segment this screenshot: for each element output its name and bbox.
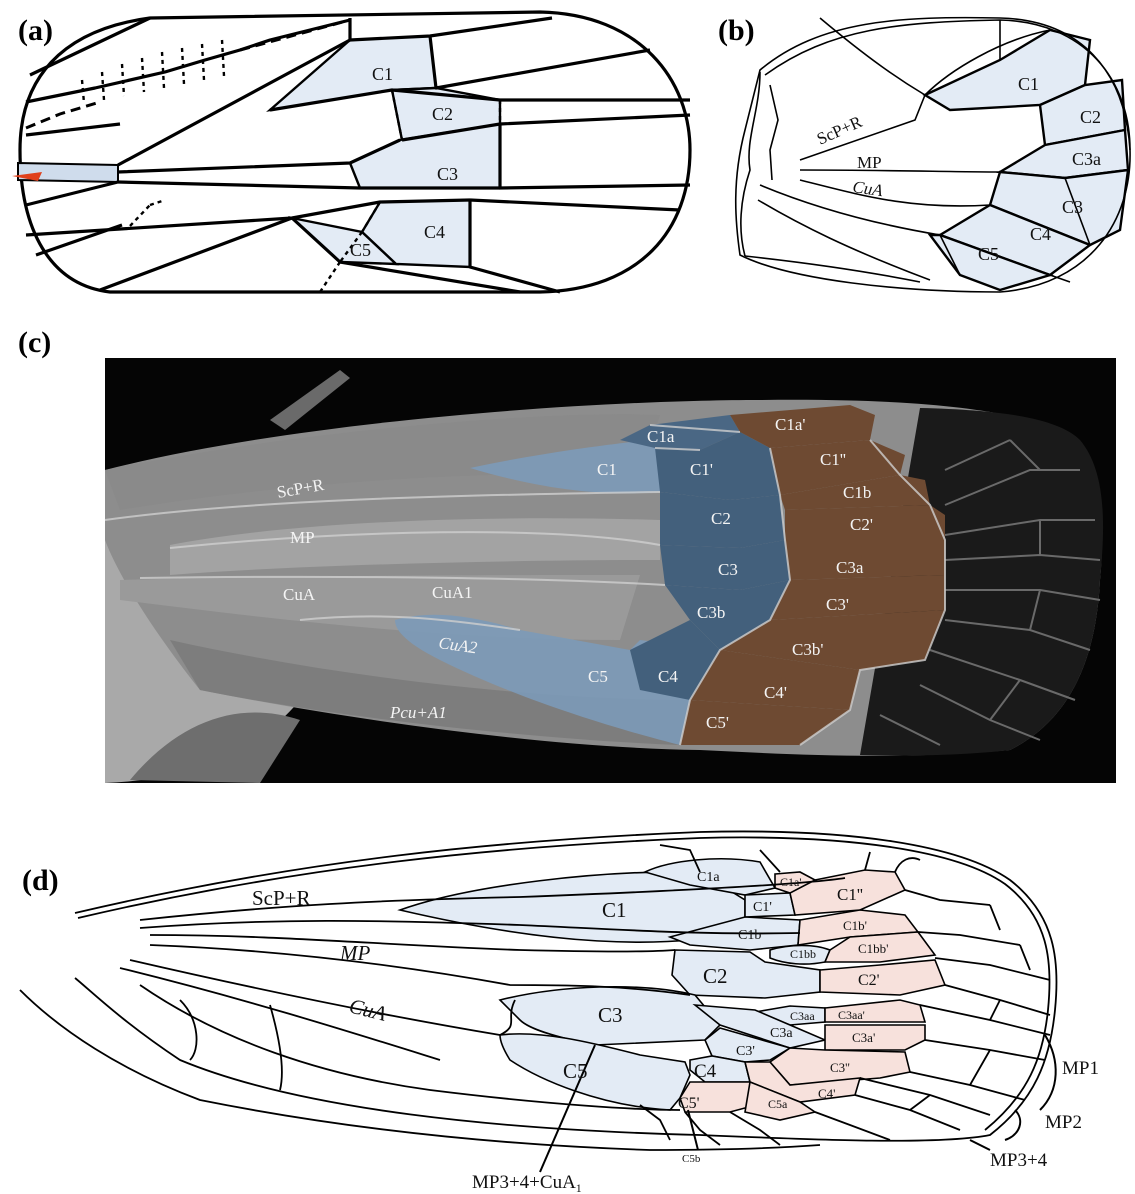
- label-d-c5: C5: [563, 1059, 588, 1083]
- label-b-c2: C2: [1080, 107, 1101, 127]
- label-c-c5: C5: [588, 667, 608, 686]
- label-d-scpr: ScP+R: [252, 886, 311, 910]
- label-c-c1p: C1': [690, 460, 713, 479]
- panel-d: (d): [20, 831, 1099, 1194]
- panel-b: (b) ScP+R MP CuA C1 C2 C3a C3 C4 C: [718, 14, 1130, 292]
- label-d-c4: C4: [694, 1061, 717, 1082]
- label-d-cua: CuA: [347, 994, 389, 1026]
- label-d-c2: C2: [703, 964, 728, 988]
- label-d-c1bbp: C1bb': [858, 941, 889, 956]
- label-a-c1: C1: [372, 64, 393, 84]
- label-d-c1p: C1': [753, 900, 772, 915]
- label-c-c2: C2: [711, 509, 731, 528]
- label-a-c5: C5: [350, 240, 371, 260]
- label-d-c4p: C4': [818, 1086, 836, 1101]
- label-a-c2: C2: [432, 104, 453, 124]
- label-d-c2p: C2': [858, 972, 880, 989]
- label-a-c4: C4: [424, 222, 445, 242]
- label-d-c1pp: C1'': [837, 885, 863, 904]
- label-b-cua: CuA: [851, 177, 884, 200]
- label-d-c3aap: C3aa': [838, 1008, 865, 1022]
- label-b-scpr: ScP+R: [814, 112, 866, 149]
- label-b-c3a: C3a: [1072, 149, 1101, 169]
- cell-d-c2p: [820, 960, 945, 995]
- label-d-c3: C3: [598, 1003, 623, 1027]
- label-d-c5p: C5': [678, 1095, 700, 1112]
- cell-c-c3a: [785, 540, 945, 580]
- label-c-c3: C3: [718, 560, 738, 579]
- label-c-c3b: C3b: [697, 603, 725, 622]
- label-d-c3aa: C3aa: [790, 1009, 815, 1023]
- label-b-c3: C3: [1062, 197, 1083, 217]
- label-d-mp34: MP3+4: [990, 1150, 1048, 1171]
- label-b-c1: C1: [1018, 74, 1039, 94]
- label-d-c1: C1: [602, 898, 627, 922]
- label-c-cua: CuA: [283, 585, 316, 604]
- label-d-bottom-sub: 1: [576, 1181, 582, 1194]
- label-c-cua1: CuA1: [432, 583, 473, 602]
- label-d-c3ap: C3a': [852, 1030, 875, 1045]
- label-c-mp: MP: [290, 528, 315, 547]
- label-d-c1a: C1a: [697, 870, 720, 885]
- label-d-c3pp: C3'': [830, 1060, 850, 1075]
- panel-a-label: (a): [18, 14, 53, 47]
- label-d-c1ap: C1a': [780, 875, 802, 889]
- label-c-c1b: C1b: [843, 483, 871, 502]
- label-d-bottom: MP3+4+CuA1: [472, 1172, 582, 1194]
- label-c-c2p: C2': [850, 515, 873, 534]
- label-c-c1ap: C1a': [775, 415, 805, 434]
- panel-a: (a): [12, 12, 690, 292]
- label-c-c1: C1: [597, 460, 617, 479]
- label-a-c3: C3: [437, 164, 458, 184]
- label-c-pcua1: Pcu+A1: [389, 703, 447, 722]
- panel-c: (c): [18, 326, 1116, 783]
- panel-d-label: (d): [22, 864, 59, 897]
- label-d-c5a: C5a: [768, 1097, 788, 1111]
- label-c-c1pp: C1'': [820, 450, 846, 469]
- label-c-c3bp: C3b': [792, 640, 823, 659]
- label-d-c3p: C3': [736, 1044, 755, 1059]
- label-c-c4: C4: [658, 667, 678, 686]
- label-d-c1bb: C1bb: [790, 947, 816, 961]
- label-c-c5p: C5': [706, 713, 729, 732]
- label-c-c3p: C3': [826, 595, 849, 614]
- label-b-c5: C5: [978, 244, 999, 264]
- label-c-c4p: C4': [764, 683, 787, 702]
- label-d-mp: MP: [339, 941, 370, 965]
- label-b-c4: C4: [1030, 224, 1051, 244]
- label-b-mp: MP: [857, 153, 882, 172]
- label-c-c3a: C3a: [836, 558, 864, 577]
- label-d-c3a: C3a: [770, 1026, 793, 1041]
- panel-b-label: (b): [718, 14, 755, 47]
- label-d-bottom-main: MP3+4+CuA: [472, 1172, 576, 1193]
- label-d-c1bp: C1b': [843, 918, 867, 933]
- label-c-c1a: C1a: [647, 427, 675, 446]
- label-d-mp1: MP1: [1062, 1058, 1099, 1079]
- label-d-c1b: C1b: [738, 928, 761, 943]
- label-d-mp2: MP2: [1045, 1112, 1082, 1133]
- label-d-c5b: C5b: [682, 1153, 701, 1165]
- panel-c-label: (c): [18, 326, 51, 359]
